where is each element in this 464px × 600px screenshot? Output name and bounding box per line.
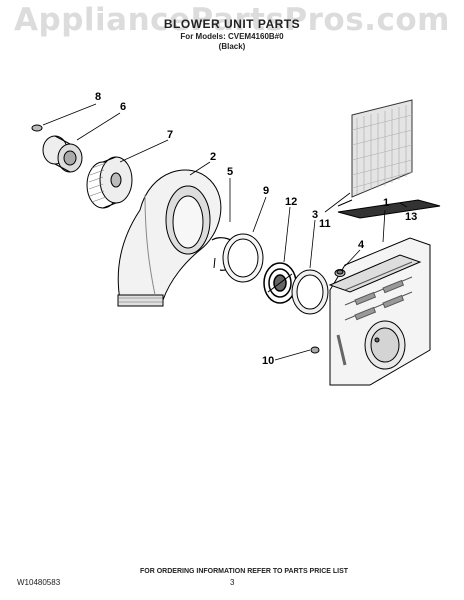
color-line: (Black) (218, 42, 246, 51)
part-1-housing[interactable] (328, 237, 431, 386)
watermark: AppliancePartsPros.com (14, 2, 450, 38)
part-4-plug[interactable] (334, 269, 346, 277)
callout-11: 11 (319, 218, 331, 230)
callout-6: 6 (120, 101, 126, 113)
page-number: 3 (230, 578, 235, 587)
leader-lines (42, 103, 408, 361)
callout-9: 9 (263, 185, 269, 197)
part-13-filter[interactable] (337, 99, 441, 219)
callout-13: 13 (405, 211, 417, 223)
callout-3: 3 (312, 209, 318, 221)
part-6-motor[interactable] (42, 135, 83, 173)
ordering-note: FOR ORDERING INFORMATION REFER TO PARTS … (140, 568, 349, 575)
part-8-nut[interactable] (31, 124, 43, 132)
callout-4: 4 (358, 239, 365, 251)
callout-7: 7 (167, 129, 173, 141)
part-3-mounting-ring[interactable] (291, 269, 329, 315)
diagram-title: BLOWER UNIT PARTS (163, 17, 301, 31)
part-11-strip[interactable] (337, 199, 353, 207)
callout-1: 1 (383, 197, 389, 209)
part-2-blower-housing[interactable] (117, 169, 222, 307)
part-9-gasket[interactable] (222, 233, 264, 283)
callout-10: 10 (262, 355, 274, 367)
model-line: For Models: CVEM4160B#0 (180, 32, 284, 41)
callout-5: 5 (227, 166, 233, 178)
callout-2: 2 (210, 151, 216, 163)
part-12-guard[interactable] (263, 262, 297, 304)
part-10-screw[interactable] (310, 346, 320, 354)
callout-8: 8 (95, 91, 101, 103)
part-7-blower-wheel[interactable] (86, 156, 133, 209)
callout-12: 12 (285, 196, 297, 208)
document-number: W10480583 (17, 578, 61, 587)
